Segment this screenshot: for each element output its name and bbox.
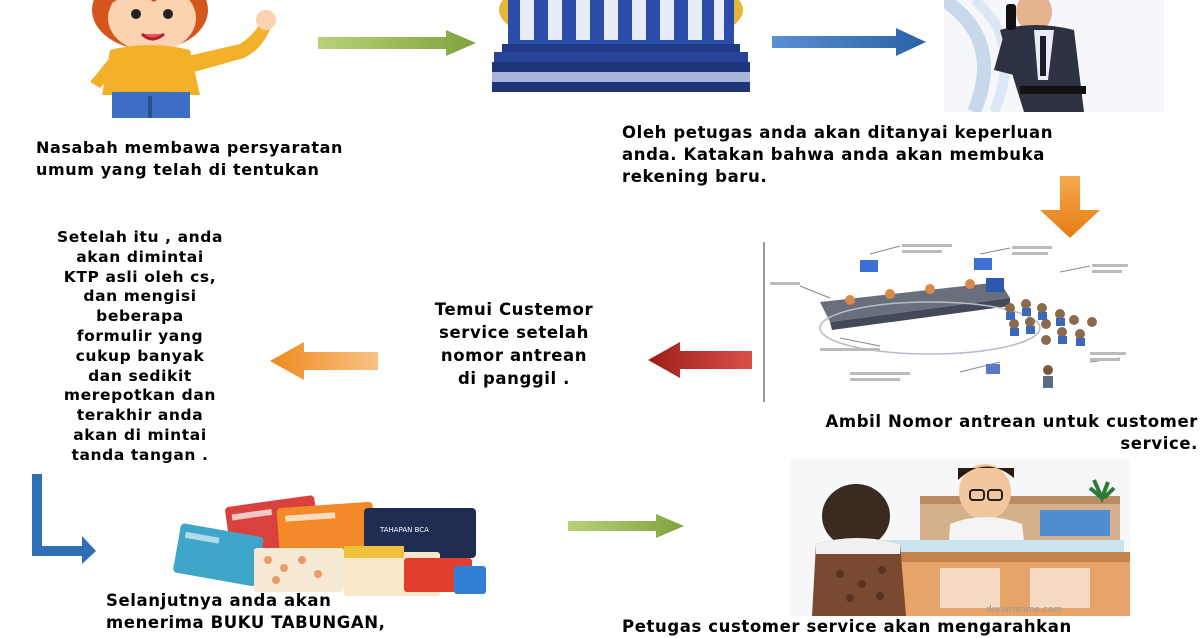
card-label-text: TAHAPAN BCA: [379, 526, 429, 534]
bank-cards-passbook-illustration: TAHAPAN BCA: [168, 486, 490, 598]
blue-arrow-down-right: [32, 474, 98, 564]
blue-arrow-right: [772, 28, 928, 56]
security-guard-illustration: [944, 0, 1164, 112]
red-arrow-left: [648, 342, 752, 378]
customer-requirements-caption: Nasabah membawa persyaratan umum yang te…: [36, 137, 343, 181]
green-arrow-right-bottom: [568, 514, 686, 538]
bank-building-illustration: [492, 0, 750, 95]
customer-girl-illustration: [50, 0, 280, 125]
security-inquiry-caption: Oleh petugas anda akan ditanyai keperlua…: [622, 122, 1053, 188]
orange-arrow-down: [1040, 176, 1102, 238]
meet-customer-service-caption: Temui Custemor service setelah nomor ant…: [398, 298, 630, 390]
form-filling-caption: Setelah itu , anda akan dimintai KTP asl…: [20, 228, 260, 466]
passbook-caption: Selanjutnya anda akan menerima BUKU TABU…: [106, 590, 386, 634]
green-arrow-right: [318, 30, 478, 56]
customer-service-desk-illustration: dreamstime.com: [790, 458, 1130, 616]
watermark-text: dreamstime.com: [986, 605, 1062, 615]
bank-hall-queue-illustration: [760, 242, 1138, 402]
queue-number-caption: Ambil Nomor antrean untuk customer servi…: [728, 411, 1198, 455]
orange-arrow-left: [270, 342, 378, 380]
final-step-caption: Petugas customer service akan mengarahka…: [622, 616, 1072, 638]
